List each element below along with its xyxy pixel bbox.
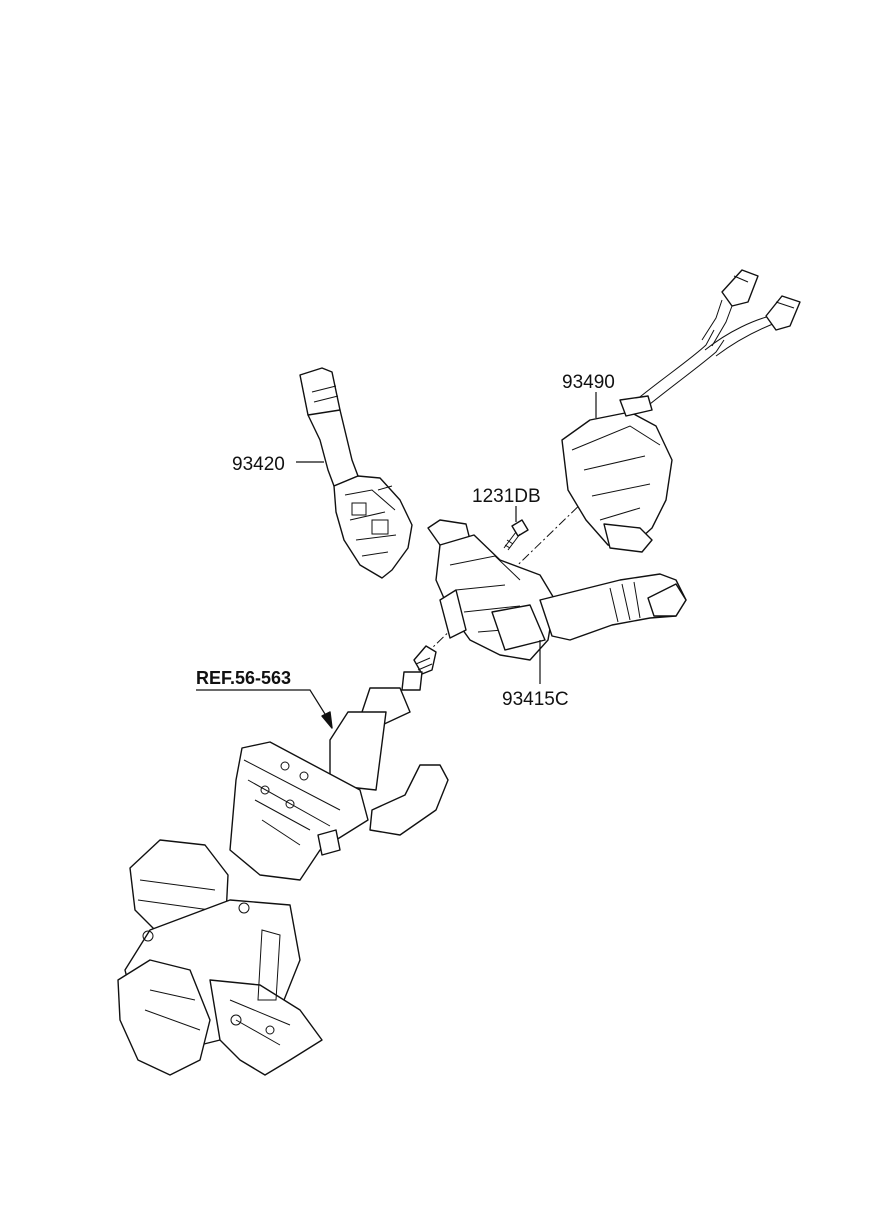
label-93415c: 93415C [502,689,569,710]
label-1231db: 1231DB [472,486,541,507]
part-93415c-multifunction-switch[interactable] [427,519,687,661]
label-93420: 93420 [232,454,285,475]
part-93420-switch[interactable] [299,367,413,579]
assembly-centerline [429,494,591,651]
label-93490: 93490 [562,372,615,393]
leader-ref [196,689,331,723]
steering-column[interactable] [117,645,449,1076]
part-1231db-screw[interactable] [503,519,529,551]
part-93490-clock-spring[interactable] [561,269,801,553]
label-ref-56-563: REF.56-563 [196,668,291,688]
leader-ref-arrowhead [321,711,333,729]
